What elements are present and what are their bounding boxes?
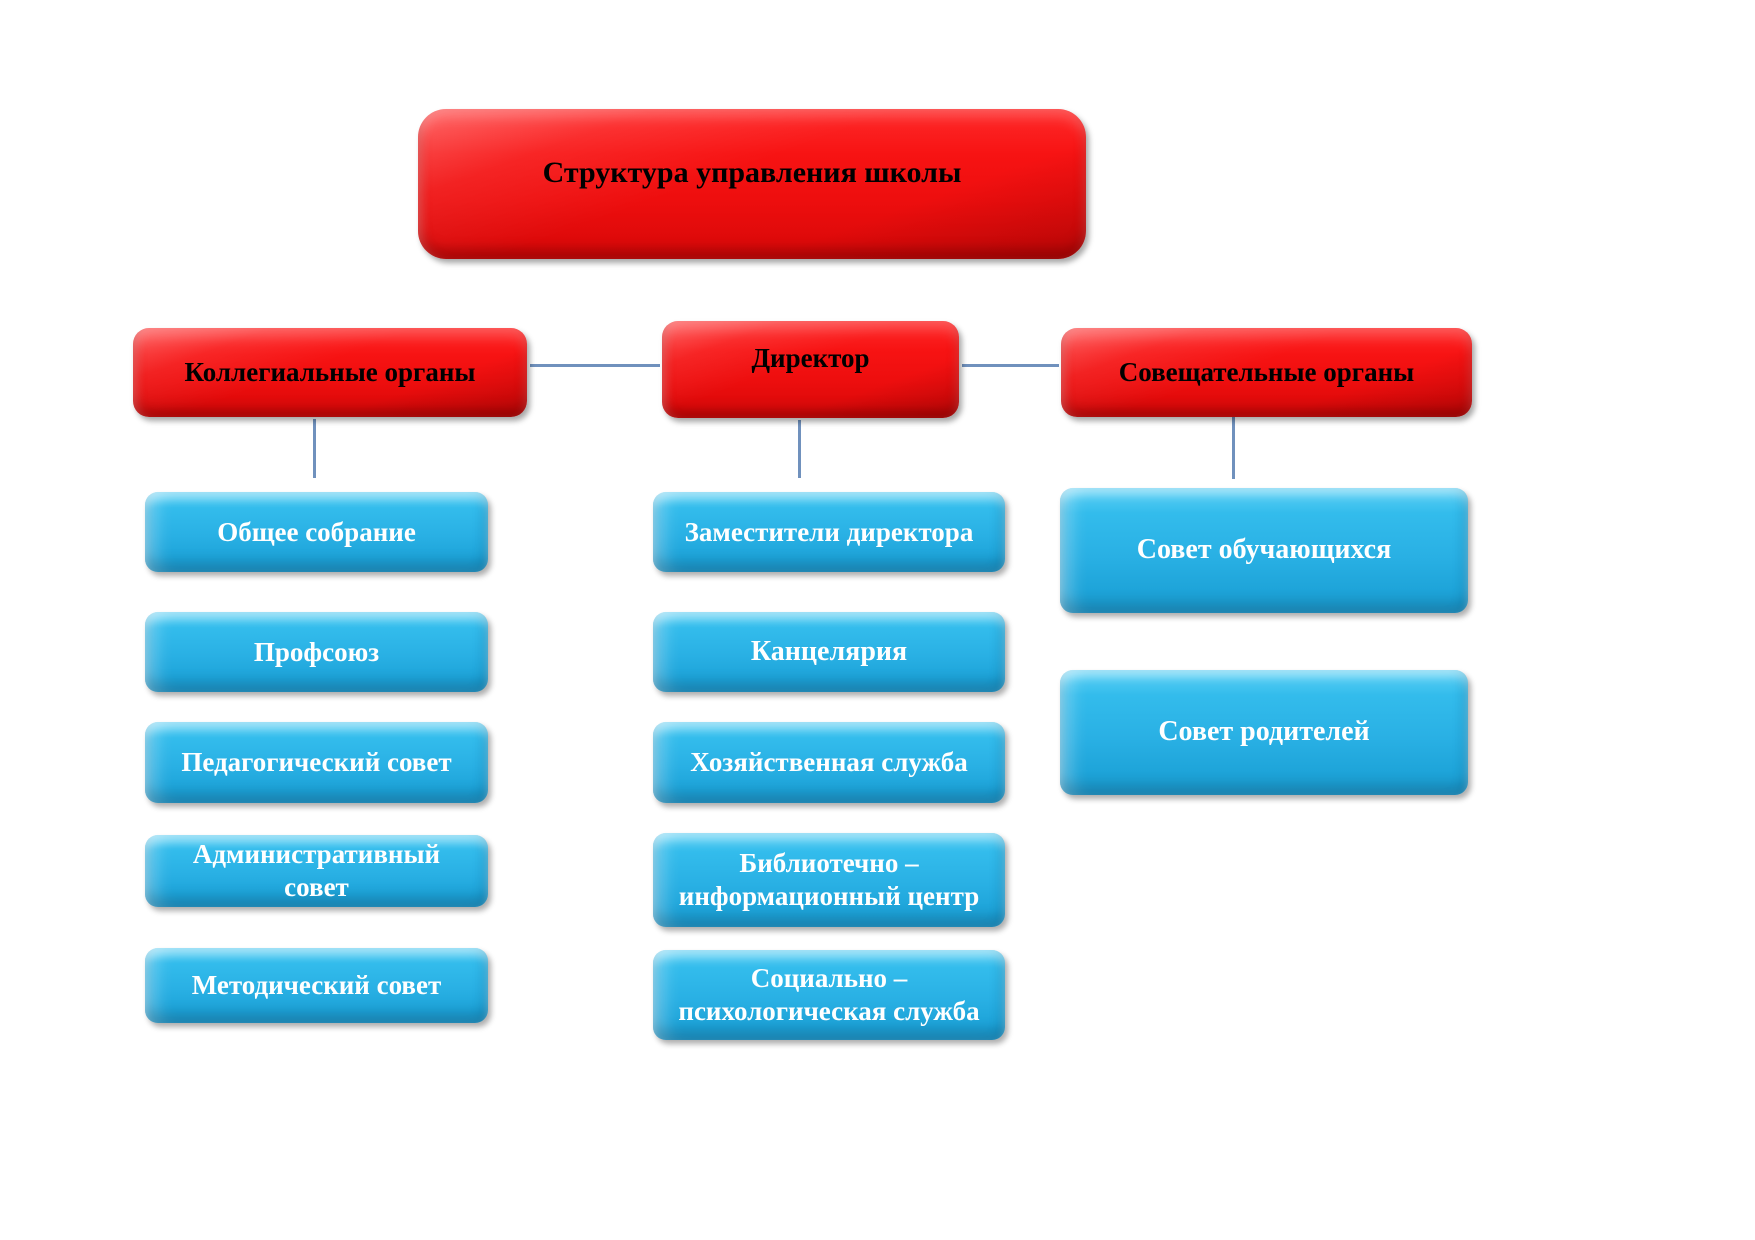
node-general-meeting: Общее собрание (145, 492, 488, 572)
node-parent-council: Совет родителей (1060, 670, 1468, 795)
node-student-council: Совет обучающихся (1060, 488, 1468, 613)
node-pedagogical-council-label: Педагогический совет (181, 747, 452, 778)
node-deputy-directors-label: Заместители директора (684, 516, 974, 547)
connector-director-advisory (962, 364, 1059, 367)
node-parent-council-label: Совет родителей (1158, 716, 1370, 748)
node-library-information-center-label: Библиотечно – информационный центр (678, 848, 980, 911)
connector-director-children (798, 420, 801, 478)
node-student-council-label: Совет обучающихся (1136, 534, 1392, 566)
node-social-psychological-service-label: Социально – психологическая служба (678, 963, 980, 1026)
node-trade-union-label: Профсоюз (253, 636, 380, 667)
node-collegial-organs: Коллегиальные органы (133, 328, 527, 417)
node-methodical-council: Методический совет (145, 948, 488, 1023)
node-director-label: Директор (751, 343, 870, 374)
connector-collegial-children (313, 419, 316, 478)
node-library-information-center: Библиотечно – информационный центр (653, 833, 1005, 927)
connector-collegial-director (530, 364, 660, 367)
node-economic-service-label: Хозяйственная служба (690, 747, 968, 778)
node-methodical-council-label: Методический совет (191, 970, 442, 1001)
node-economic-service: Хозяйственная служба (653, 722, 1005, 803)
connector-advisory-children (1232, 415, 1235, 479)
node-director: Директор (662, 321, 959, 418)
node-administrative-council: Административный совет (145, 835, 488, 907)
node-trade-union: Профсоюз (145, 612, 488, 692)
node-collegial-organs-label: Коллегиальные органы (184, 357, 476, 388)
node-title-label: Структура управления школы (542, 155, 962, 189)
node-administrative-council-label: Административный совет (192, 839, 441, 902)
node-pedagogical-council: Педагогический совет (145, 722, 488, 803)
node-social-psychological-service: Социально – психологическая служба (653, 950, 1005, 1040)
node-chancellery: Канцелярия (653, 612, 1005, 692)
node-general-meeting-label: Общее собрание (217, 516, 416, 547)
node-advisory-organs-label: Совещательные органы (1118, 357, 1415, 388)
node-chancellery-label: Канцелярия (750, 635, 908, 667)
node-advisory-organs: Совещательные органы (1061, 328, 1472, 417)
node-title: Структура управления школы (418, 109, 1086, 259)
node-deputy-directors: Заместители директора (653, 492, 1005, 572)
